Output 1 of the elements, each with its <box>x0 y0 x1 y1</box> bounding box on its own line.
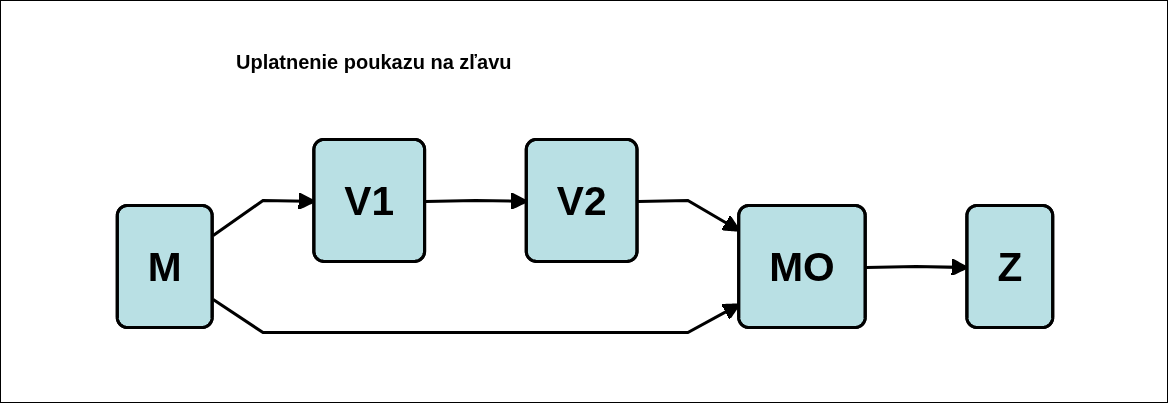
diagram-title: Uplatnenie poukazu na zľavu <box>236 51 512 74</box>
